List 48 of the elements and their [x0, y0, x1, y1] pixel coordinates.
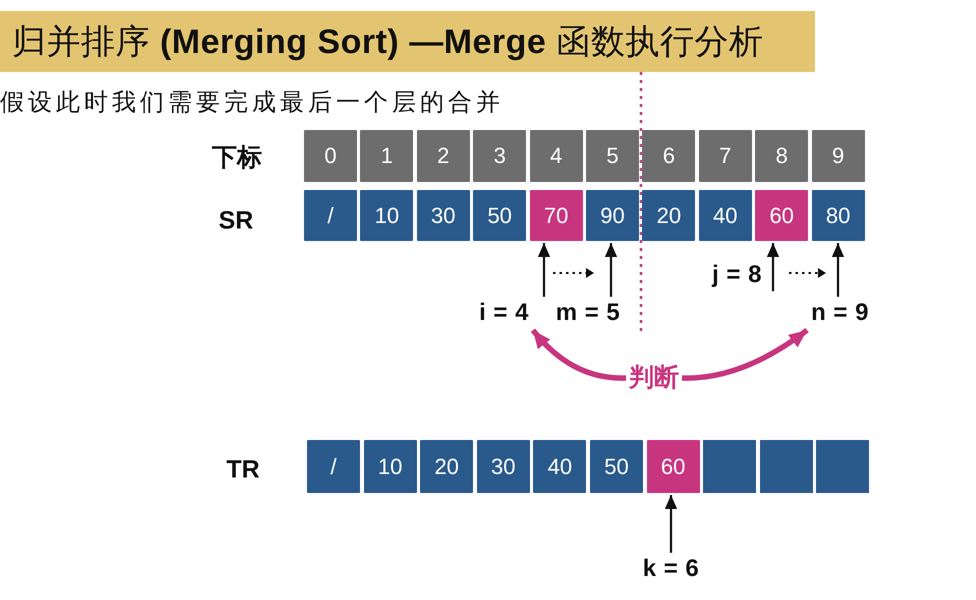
index-cell: 9: [812, 130, 865, 182]
row-label: 下标: [212, 144, 262, 172]
index-cell: 2: [416, 130, 470, 182]
arrow: [766, 243, 780, 292]
pointer-label: i = 4: [479, 300, 529, 326]
array-cell: 70: [530, 190, 583, 241]
index-cell: 4: [530, 130, 583, 182]
subtitle: 假设此时我们需要完成最后一个层的合并: [0, 90, 504, 116]
array-cell: 60: [646, 440, 700, 493]
pointer-label: k = 6: [642, 556, 700, 582]
comparison-label: 判断: [629, 364, 679, 392]
arrow: [604, 243, 618, 297]
index-cell: 1: [360, 130, 414, 182]
title: 归并排序 (Merging Sort) —Merge 函数执行分析: [12, 22, 764, 62]
index-cell: 8: [755, 130, 808, 182]
array-cell: 90: [586, 190, 639, 241]
array-cell: 50: [473, 190, 526, 241]
pointer-label: j = 8: [712, 262, 762, 288]
array-cell: 40: [533, 440, 586, 493]
index-cell: 0: [304, 130, 357, 182]
curved-arrow: [530, 328, 626, 381]
index-cell: 5: [586, 130, 639, 182]
array-cell: 10: [360, 190, 414, 241]
arrow: [664, 495, 678, 553]
curved-arrow: [682, 328, 809, 381]
array-cell: 80: [812, 190, 865, 241]
index-cell: 7: [698, 130, 752, 182]
pointer-label: m = 5: [556, 300, 620, 326]
arrow: [832, 243, 844, 297]
row-label: SR: [218, 207, 254, 235]
row-label: TR: [226, 456, 260, 484]
array-cell: /: [307, 440, 360, 493]
arrow: [538, 243, 550, 297]
array-cell: 20: [642, 190, 696, 241]
array-cell: /: [304, 190, 357, 241]
array-cell: 10: [364, 440, 417, 493]
array-cell: 50: [590, 440, 643, 493]
array-cell: [760, 440, 813, 493]
array-cell: 60: [755, 190, 808, 241]
array-cell: [703, 440, 756, 493]
array-cell: 30: [416, 190, 470, 241]
array-cell: [816, 440, 870, 493]
index-cell: 6: [642, 130, 696, 182]
array-cell: 40: [698, 190, 752, 241]
pointer-label: n = 9: [811, 300, 869, 326]
array-cell: 20: [420, 440, 474, 493]
array-cell: 30: [476, 440, 530, 493]
index-cell: 3: [473, 130, 526, 182]
